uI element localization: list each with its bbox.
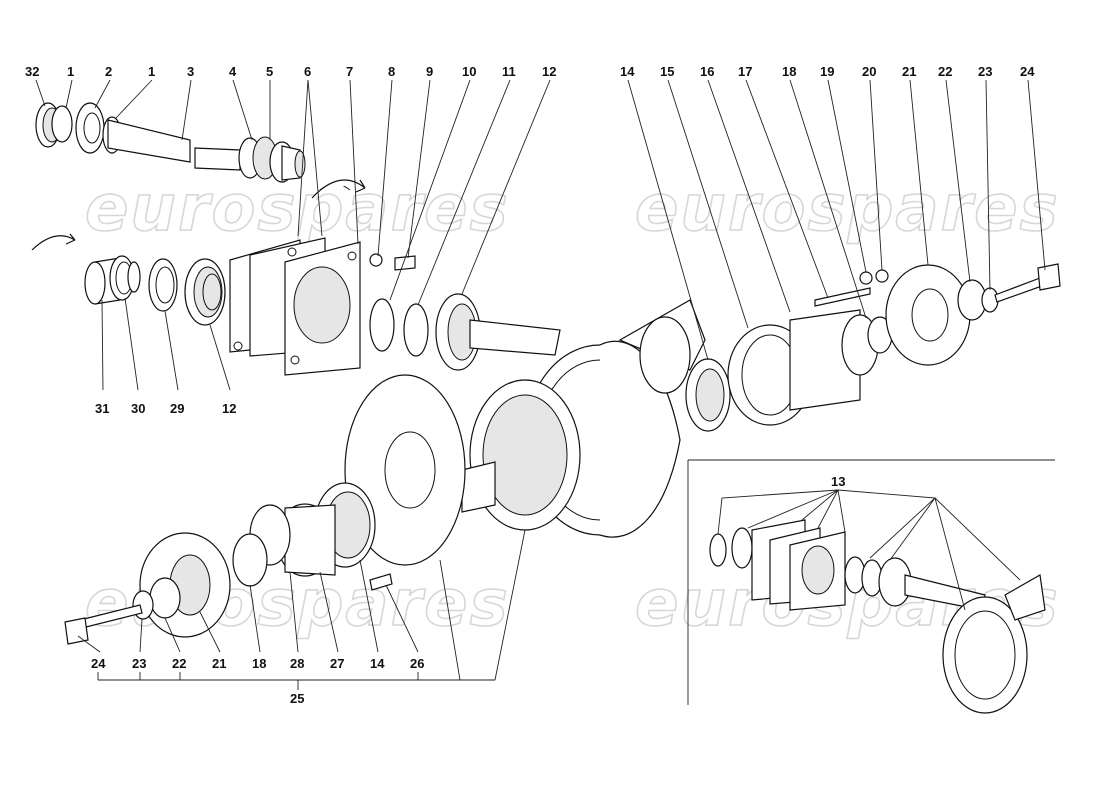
callout-18: 18 (782, 64, 796, 79)
differential-assembly (232, 299, 706, 591)
callout-12-lower: 12 (222, 401, 236, 416)
callout-12: 12 (542, 64, 556, 79)
callout-25: 25 (290, 691, 304, 706)
leader-lines (35, 79, 1046, 690)
callouts-mid-left: 31 30 29 12 (95, 401, 236, 416)
callout-4: 4 (229, 64, 237, 79)
input-shaft-assembly (35, 102, 366, 199)
callout-23-lower: 23 (132, 656, 146, 671)
callout-14: 14 (620, 64, 635, 79)
callout-6: 6 (304, 64, 311, 79)
callouts-bottom: 24 23 22 21 18 28 27 14 26 25 13 (91, 474, 845, 706)
callout-29: 29 (170, 401, 184, 416)
callout-22-lower: 22 (172, 656, 186, 671)
watermark-top-left: eurospares (85, 172, 510, 246)
callout-18-lower: 18 (252, 656, 266, 671)
callout-11: 11 (502, 64, 516, 79)
callout-9: 9 (426, 64, 433, 79)
callout-1b: 1 (148, 64, 155, 79)
callout-24: 24 (1020, 64, 1035, 79)
callout-21: 21 (902, 64, 916, 79)
callout-30: 30 (131, 401, 145, 416)
callout-32: 32 (25, 64, 39, 79)
callouts-top-right: 14 15 16 17 18 19 20 21 22 23 24 (620, 64, 1035, 79)
callout-19: 19 (820, 64, 834, 79)
callout-3: 3 (187, 64, 194, 79)
callout-2: 2 (105, 64, 112, 79)
callout-28: 28 (290, 656, 304, 671)
callout-10: 10 (462, 64, 476, 79)
callout-26: 26 (410, 656, 424, 671)
callout-22: 22 (938, 64, 952, 79)
callout-27: 27 (330, 656, 344, 671)
callout-20: 20 (862, 64, 876, 79)
callout-17: 17 (738, 64, 752, 79)
output-flange-assembly (685, 263, 1061, 432)
left-output-flange (64, 532, 231, 645)
callout-7: 7 (346, 64, 353, 79)
callout-23: 23 (978, 64, 992, 79)
callout-13: 13 (831, 474, 845, 489)
callout-8: 8 (388, 64, 395, 79)
callout-21-lower: 21 (212, 656, 226, 671)
callout-24-lower: 24 (91, 656, 106, 671)
inset-panel (687, 459, 1055, 714)
callout-5: 5 (266, 64, 273, 79)
callout-1a: 1 (67, 64, 74, 79)
callout-31: 31 (95, 401, 109, 416)
watermark-top-right: eurospares (635, 172, 1060, 246)
callout-14-lower: 14 (370, 656, 385, 671)
callout-15: 15 (660, 64, 674, 79)
callouts-top-left: 32 1 2 1 3 4 5 6 7 8 9 10 11 12 (25, 64, 556, 79)
callout-16: 16 (700, 64, 714, 79)
pinion-bearing-set (31, 233, 561, 376)
